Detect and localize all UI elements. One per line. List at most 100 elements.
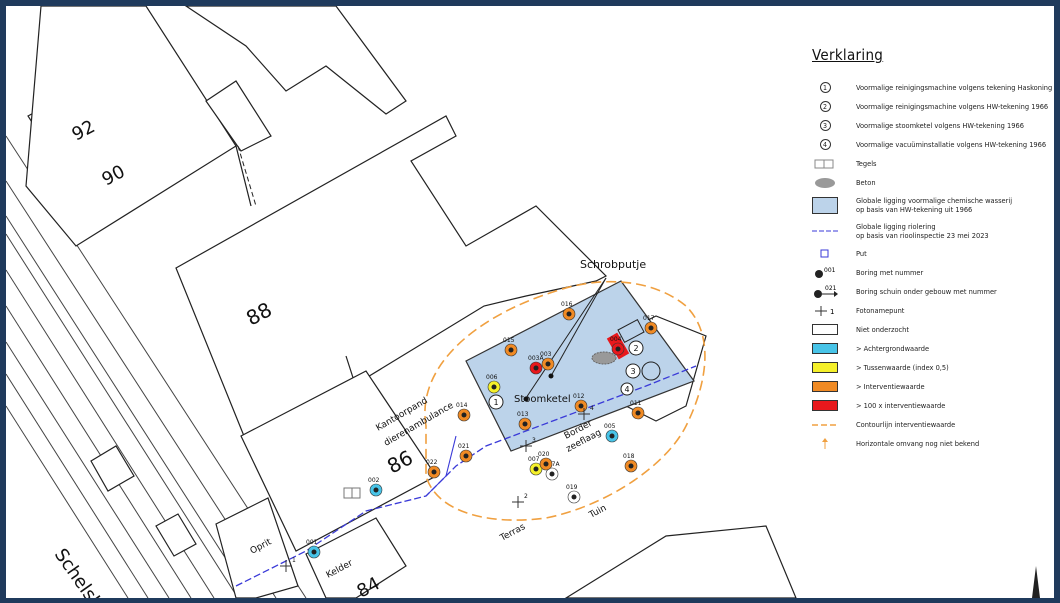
boring-core <box>635 410 641 416</box>
boring-core <box>533 466 539 472</box>
boring-label: 001 <box>306 539 318 546</box>
boring-label: 015 <box>503 337 515 344</box>
boring-core <box>491 384 497 390</box>
photo-point-icon: 3 <box>520 437 536 452</box>
blue-area-icon <box>812 196 838 214</box>
put-point <box>548 373 554 379</box>
circle-1-icon: 1 <box>819 82 831 93</box>
buildings <box>25 6 797 598</box>
schrobputje-label: Schrobputje <box>580 258 646 271</box>
legend-symbol <box>812 324 838 335</box>
legend-item-text: Tegels <box>856 159 877 168</box>
boring-core <box>463 453 469 459</box>
installation-3-tank <box>641 361 661 381</box>
tiles-icon <box>814 159 834 168</box>
legend-item-text: > Interventiewaarde <box>856 382 925 391</box>
legend-symbol <box>812 400 838 411</box>
boring-label: 006 <box>486 374 498 381</box>
legend-item-text: Beton <box>856 178 876 187</box>
legend-item-text: Niet onderzocht <box>856 325 909 334</box>
photo-point-icon: 4 <box>578 405 594 420</box>
legend-item-text: > Achtergrondwaarde <box>856 344 930 353</box>
svg-text:1: 1 <box>830 308 834 316</box>
installation-3-icon <box>625 363 641 379</box>
legend-symbol <box>812 158 838 170</box>
legend-symbol <box>812 227 838 235</box>
boring-core <box>522 421 528 427</box>
former-laundry-area <box>465 280 695 452</box>
legend-item-text: Globale ligging voormalige chemische was… <box>856 196 1013 214</box>
installation-label: 3 <box>630 367 635 376</box>
legend-item: 4 Voormalige vacuüminstallatie volgens HW… <box>812 135 1052 154</box>
sewer-line-icon <box>812 230 838 232</box>
boring-core <box>549 471 555 477</box>
legend-symbol <box>812 177 838 189</box>
legend-item: > Interventiewaarde <box>812 377 1052 396</box>
boring-label: 012 <box>573 393 585 400</box>
photo-point-icon: 2 <box>512 493 528 508</box>
legend-symbol: 1 <box>812 305 838 317</box>
legend-item: Horizontale omvang nog niet bekend <box>812 434 1052 453</box>
legend-item: > Tussenwaarde (index 0,5) <box>812 358 1052 377</box>
boring-label: 018 <box>623 453 635 460</box>
legend-symbol: 001 <box>812 266 838 280</box>
legend-item-text: Horizontale omvang nog niet bekend <box>856 439 980 448</box>
legend-symbol <box>812 196 838 214</box>
legend-item-text: Voormalige vacuüminstallatie volgens HW-… <box>856 140 1047 149</box>
legend-item: Beton <box>812 173 1052 192</box>
legend-title: Verklaring <box>812 46 884 64</box>
sewer-line <box>235 365 697 587</box>
street-name: Schelsb <box>50 545 107 598</box>
legend-item: Tegels <box>812 154 1052 173</box>
legend-item-text: > Tussenwaarde (index 0,5) <box>856 363 949 372</box>
boring-label: 019 <box>566 484 578 491</box>
svg-text:001: 001 <box>824 267 836 274</box>
installation-2-icon <box>628 340 644 356</box>
legend-item: > 100 x interventiewaarde <box>812 396 1052 415</box>
boring-label: 007 <box>528 456 540 463</box>
north-arrow-icon <box>1032 566 1040 598</box>
legend-item-text: > 100 x interventiewaarde <box>856 401 946 410</box>
photo-point-label: 1 <box>292 557 296 564</box>
dashed-line <box>237 145 257 207</box>
tiles-symbol <box>343 487 361 499</box>
photo-point-icon: 1 <box>815 305 834 316</box>
legend-item: Put <box>812 244 1052 263</box>
cyan-box-icon <box>812 343 838 354</box>
boring-label: 002 <box>368 477 380 484</box>
tuin-label: Tuin <box>587 503 609 521</box>
legend-symbol <box>812 421 838 429</box>
legend-symbol: 4 <box>812 139 838 150</box>
boring-label: 017 <box>643 315 655 322</box>
legend-symbol: 3 <box>812 120 838 131</box>
site-map[interactable]: 92 90 88 86 84 Schrobputje Stoomketel Ka… <box>6 6 1054 598</box>
installation-label: 2 <box>633 344 638 353</box>
boring-label: 005 <box>604 423 616 430</box>
photo-point-label: 3 <box>532 437 536 444</box>
circle-4-icon: 4 <box>819 139 831 150</box>
legend-item-text: Voormalige stoomketel volgens HW-tekenin… <box>856 121 1024 130</box>
slanted-boring-icon: 021 <box>814 285 838 298</box>
legend-item-text: Put <box>856 249 867 258</box>
arrow-up-icon <box>822 437 828 449</box>
circle-2-icon: 2 <box>819 101 831 112</box>
installation-4-icon <box>620 382 634 396</box>
legend-item: Globale ligging voormalige chemische was… <box>812 192 1052 218</box>
legend-item: > Achtergrondwaarde <box>812 339 1052 358</box>
photo-point-label: 2 <box>524 493 528 500</box>
boring-core <box>648 325 654 331</box>
legend-item-text: Contourlijn interventiewaarde <box>856 420 956 429</box>
boring-core <box>578 403 584 409</box>
installation-label: 4 <box>624 385 629 394</box>
legend-item-text: Voormalige reinigingsmachine volgens HW-… <box>856 102 1049 111</box>
boring-core <box>543 461 549 467</box>
legend-item-text: Boring met nummer <box>856 268 924 277</box>
boring-label: 003A <box>528 355 544 362</box>
orange-box-icon <box>812 381 838 392</box>
boring-label: 016 <box>561 301 573 308</box>
legend-item: Niet onderzocht <box>812 320 1052 339</box>
svg-text:021: 021 <box>825 285 837 292</box>
